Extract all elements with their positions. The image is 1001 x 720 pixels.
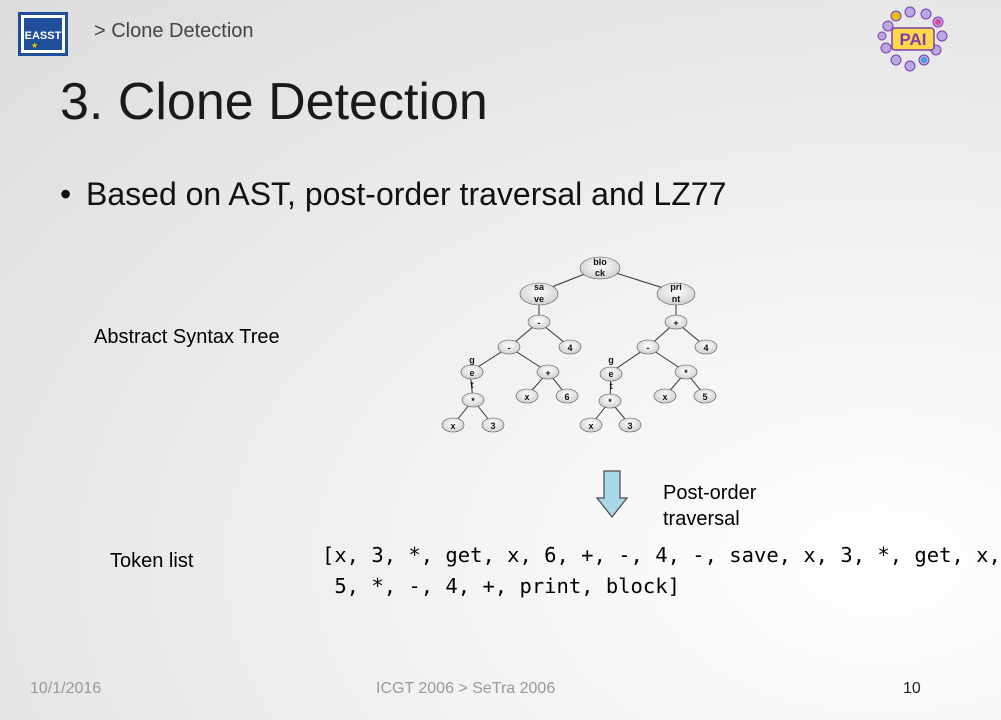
ast-tree-diagram: blo ck sa ve pri nt - + - 4 - 4 g e t + … [420, 252, 740, 437]
node-save-2: ve [534, 294, 544, 304]
node-right-inner-minus: - [647, 343, 650, 353]
svg-text:★: ★ [31, 41, 38, 50]
pai-logo-text: PAI [899, 30, 926, 49]
breadcrumb: > Clone Detection [94, 20, 254, 42]
node-right-x: x [662, 392, 667, 402]
node-right-star: * [684, 368, 688, 378]
node-right-leaf-3: 3 [627, 421, 632, 431]
node-right-leaf-x: x [588, 421, 593, 431]
bullet-text: Based on AST, post-order traversal and L… [86, 176, 727, 212]
node-print-2: nt [672, 294, 681, 304]
node-left-inner-minus: - [508, 343, 511, 353]
token-list-line-2: 5, *, -, 4, +, print, block] [322, 574, 680, 598]
node-left-get-e: e [469, 368, 474, 378]
node-right-star-low: * [608, 397, 612, 407]
ast-label: Abstract Syntax Tree [94, 326, 280, 348]
footer-conference: ICGT 2006 > SeTra 2006 [376, 680, 556, 697]
page-number: 10 [903, 680, 921, 697]
node-save-1: sa [534, 282, 545, 292]
node-left-get-g: g [469, 355, 475, 365]
node-left-get-t: t [471, 380, 474, 390]
slide-title: 3. Clone Detection [60, 73, 488, 131]
token-list: [x, 3, *, get, x, 6, +, -, 4, -, save, x… [322, 540, 1001, 602]
node-block-1: blo [593, 257, 607, 267]
node-print-1: pri [670, 282, 682, 292]
bullet-item: • Based on AST, post-order traversal and … [60, 176, 726, 213]
footer-date: 10/1/2016 [30, 680, 102, 697]
token-list-label: Token list [110, 550, 194, 572]
node-block-2: ck [595, 268, 606, 278]
node-right-four: 4 [703, 343, 708, 353]
svg-text:EASST: EASST [25, 30, 62, 42]
pai-logo: PAI [876, 6, 950, 76]
down-arrow-icon [595, 470, 629, 518]
node-left-minus: - [538, 318, 541, 328]
node-right-plus: + [673, 318, 678, 328]
easst-logo: EASST ★ [18, 12, 68, 56]
post-order-label: Post-order traversal [663, 482, 757, 530]
node-left-four: 4 [567, 343, 572, 353]
node-right-get-e: e [608, 369, 613, 379]
node-left-six: 6 [564, 392, 569, 402]
node-left-leaf-x: x [450, 421, 455, 431]
node-right-five: 5 [702, 392, 707, 402]
node-right-get-t: t [610, 381, 613, 391]
node-left-star: * [471, 396, 475, 406]
bullet-dot-icon: • [60, 176, 72, 212]
node-left-plus: + [545, 368, 550, 378]
node-left-leaf-3: 3 [490, 421, 495, 431]
node-left-x: x [524, 392, 529, 402]
node-right-get-g: g [608, 355, 614, 365]
token-list-line-1: [x, 3, *, get, x, 6, +, -, 4, -, save, x… [322, 543, 1001, 567]
